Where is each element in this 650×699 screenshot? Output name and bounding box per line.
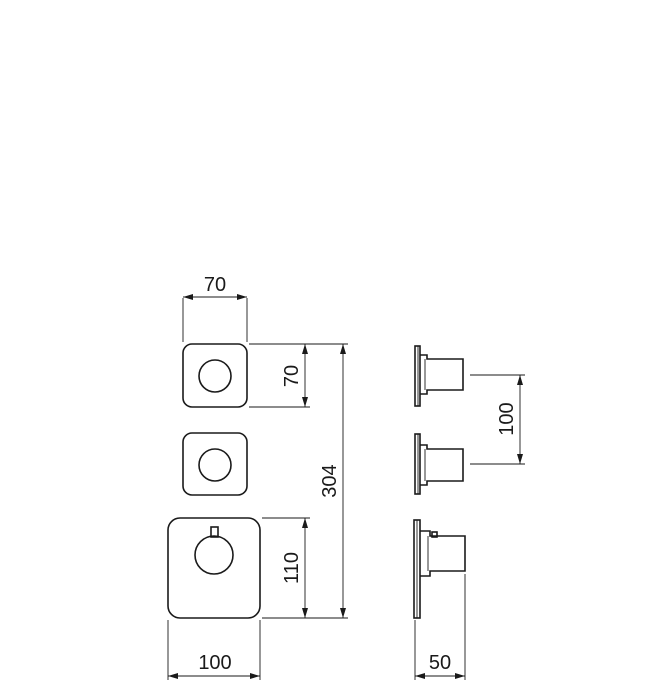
dim-small-plate-height: 70 — [281, 365, 303, 387]
dim-large-plate-width: 100 — [198, 652, 231, 674]
front-view — [167, 343, 261, 619]
top-knob — [198, 359, 232, 393]
side-plate-middle — [414, 433, 421, 495]
dim-depth: 50 — [429, 652, 451, 674]
side-plate-top — [414, 345, 421, 407]
thermostat-knob-indicator — [210, 526, 219, 538]
thermostat-knob — [194, 535, 234, 575]
dim-overall-height: 304 — [319, 464, 341, 497]
side-indicator — [431, 531, 438, 538]
middle-square-plate — [182, 432, 248, 496]
large-square-plate — [167, 517, 261, 619]
dim-large-plate-height: 110 — [281, 552, 303, 584]
middle-knob — [198, 448, 232, 482]
side-valve-middle — [414, 433, 464, 495]
side-view — [413, 345, 466, 619]
dimension-lines: 70 70 110 304 100 100 — [167, 274, 525, 680]
side-valve-top — [414, 345, 464, 407]
dim-valve-spacing: 100 — [496, 402, 518, 435]
dim-small-plate-width: 70 — [204, 274, 226, 296]
side-thermostat — [413, 519, 466, 619]
top-square-plate — [182, 343, 248, 408]
